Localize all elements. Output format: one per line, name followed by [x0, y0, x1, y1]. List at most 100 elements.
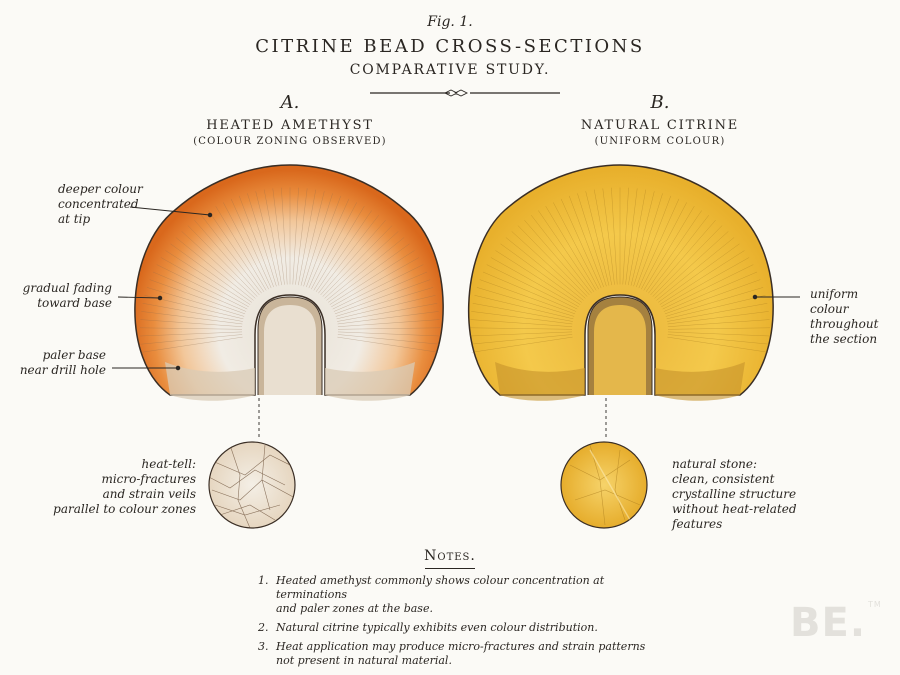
fibre-stroke: [469, 327, 573, 330]
fibre-stroke: [524, 220, 590, 296]
fibre-stroke: [656, 237, 735, 301]
fibre-stroke: [667, 334, 770, 345]
fibre-stroke: [630, 191, 655, 286]
bead-heated-amethyst: [134, 164, 444, 401]
annotation-heat-tell: heat-tell: micro-fractures and strain ve…: [53, 457, 196, 516]
fibre-stroke: [146, 287, 245, 317]
fibre-stroke: [471, 311, 573, 325]
fibre-stroke: [661, 257, 750, 307]
fibre-stroke: [667, 331, 770, 337]
section-b-name: NATURAL CITRINE: [580, 118, 740, 133]
fibre-stroke: [662, 264, 754, 310]
detail-heated-microfractures: [208, 441, 296, 529]
fibre-stroke: [140, 331, 243, 337]
notes-heading: Notes.: [424, 548, 476, 564]
fibre-stroke: [505, 237, 584, 301]
fibre-stroke: [645, 210, 702, 292]
section-a-name: HEATED AMETHYST: [206, 118, 374, 133]
fibre-stroke: [577, 193, 607, 287]
fibre-stroke: [337, 327, 441, 330]
fibre-stroke: [611, 187, 618, 285]
fibre-stroke: [326, 237, 405, 301]
fibre-stroke: [313, 206, 365, 291]
notes-underline: [425, 568, 475, 569]
fibre-stroke: [500, 243, 582, 303]
fibre-stroke: [585, 191, 610, 286]
fibre-stroke: [152, 271, 247, 312]
fibre-stroke: [303, 193, 333, 287]
fibre-stroke: [272, 188, 285, 285]
fibre-stroke: [337, 334, 440, 345]
fibre-stroke: [667, 319, 770, 327]
fibre-stroke: [628, 189, 647, 286]
fibre-stroke: [337, 336, 439, 353]
fibre-stroke: [553, 202, 599, 290]
fibre-stroke: [490, 257, 579, 307]
fibre-stroke: [638, 198, 680, 289]
fibre-stroke: [652, 225, 723, 297]
notes-list: 1. Heated amethyst commonly shows colour…: [258, 574, 678, 673]
fibre-stroke: [318, 215, 379, 294]
fibre-stroke: [479, 279, 576, 315]
page-subtitle: COMPARATIVE STUDY.: [349, 62, 551, 78]
annotation-uniform: uniform colour throughout the section: [810, 287, 879, 346]
fibre-stroke: [633, 193, 663, 287]
annotation-tip: deeper colour concentrated at tip: [58, 182, 143, 226]
annotation-base: paler base near drill hole: [19, 348, 106, 377]
leader-lines-a: [112, 206, 260, 440]
fibre-stroke: [255, 191, 280, 286]
fibre-stroke: [666, 295, 766, 320]
title-ornament: [370, 89, 560, 97]
fibre-stroke: [334, 279, 431, 315]
fibre-stroke: [247, 193, 277, 287]
fibre-stroke: [625, 188, 638, 285]
fibre-stroke: [333, 271, 428, 312]
fibre-stroke: [156, 264, 248, 310]
fibre-stroke: [308, 198, 350, 289]
fibre-stroke: [659, 250, 745, 305]
fibre-stroke: [654, 231, 729, 299]
fibre-stroke: [470, 331, 573, 337]
detail-natural-structure: [560, 441, 648, 529]
fibre-stroke: [335, 287, 434, 317]
fibre-stroke: [471, 336, 573, 353]
fibre-stroke: [139, 327, 243, 330]
fibre-stroke: [636, 195, 672, 288]
leader-lines-b: [605, 294, 800, 440]
fibre-stroke: [470, 319, 573, 327]
fibre-stroke: [545, 206, 597, 291]
fibre-stroke: [336, 295, 436, 320]
fibre-stroke: [337, 303, 438, 322]
fibre-stroke: [495, 250, 581, 305]
fibre-stroke: [568, 195, 604, 288]
fibre-stroke: [300, 191, 325, 286]
fibre-stroke: [295, 188, 308, 285]
fibre-stroke: [187, 225, 258, 297]
fibre-stroke: [667, 336, 769, 353]
fibre-stroke: [142, 303, 243, 322]
fibre-stroke: [593, 189, 612, 286]
fibre-stroke: [311, 202, 357, 290]
fibre-stroke: [482, 271, 577, 312]
annotation-fading: gradual fading toward base: [22, 281, 112, 310]
fibre-stroke: [658, 243, 740, 303]
fibre-stroke: [324, 231, 399, 299]
fibre-stroke: [165, 250, 251, 305]
fibre-stroke: [622, 187, 629, 285]
fibre-stroke: [208, 210, 265, 292]
fibre-stroke: [641, 202, 687, 290]
fibre-stroke: [141, 311, 243, 325]
note-item: 2. Natural citrine typically exhibits ev…: [258, 621, 598, 634]
figure-number: Fig. 1.: [427, 14, 473, 30]
fibre-stroke: [170, 243, 252, 303]
section-a-letter: A.: [280, 92, 300, 113]
bead-natural-citrine: [468, 164, 774, 401]
fibre-stroke: [175, 237, 254, 301]
fibre-stroke: [486, 264, 578, 310]
fibre-stroke: [643, 206, 695, 291]
fibre-stroke: [329, 250, 415, 305]
fibre-stroke: [337, 311, 439, 325]
section-a-note: (COLOUR ZONING OBSERVED): [193, 136, 387, 147]
fibre-stroke: [215, 206, 267, 291]
